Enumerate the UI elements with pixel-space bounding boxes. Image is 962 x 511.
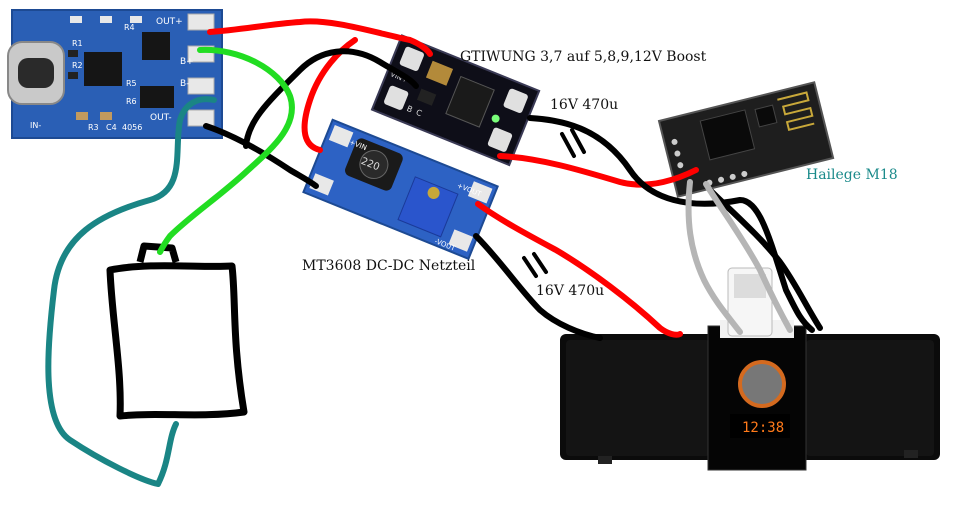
black-wire-to-boost-minus [243, 48, 419, 149]
label-capacitor-bottom: 16V 470u [536, 283, 605, 299]
black-wire-mt3608-cap-speaker [473, 233, 603, 341]
ipod-dock-speaker: 12:38 [560, 267, 940, 471]
clock-value: 12:38 [742, 420, 784, 436]
silk-r5: R5 [126, 79, 137, 88]
silk-c4: C4 [106, 123, 117, 132]
label-boost-module: GTIWUNG 3,7 auf 5,8,9,12V Boost [460, 49, 707, 65]
label-capacitor-top: 16V 470u [550, 97, 619, 113]
antenna-trace [777, 91, 815, 132]
gray-wire-m18-to-ipod-1 [685, 179, 743, 335]
mt3608-module: 220 +VIN +VOUT -VOUT [302, 118, 499, 261]
red-wire-boost-to-m18 [497, 153, 699, 188]
green-wire-bplus-to-battery [157, 46, 295, 255]
silk-in-minus: IN- [30, 121, 41, 130]
gtiwung-boost-module: VIN+ B C [370, 34, 541, 167]
red-wire-mt3608-to-speaker [475, 201, 683, 338]
pad-out-plus [187, 13, 215, 31]
black-wire-m18-to-speaker [707, 187, 823, 331]
capacitor-bottom [522, 252, 548, 278]
silk-r2: R2 [72, 61, 83, 70]
label-bluetooth-module: Hailege M18 [806, 167, 898, 183]
capacitor-top [560, 128, 586, 158]
black-wire-out-minus-to-mt3608 [203, 123, 319, 189]
boost-silk-b: B [405, 104, 413, 114]
trim-potentiometer [397, 176, 459, 238]
label-mt3608: MT3608 DC-DC Netzteil [302, 258, 476, 274]
silk-r6: R6 [126, 97, 137, 106]
pad-b-minus [187, 77, 215, 95]
charger-ic [84, 52, 122, 86]
silk-out-plus: OUT+ [156, 17, 183, 27]
red-wire-out-to-boost [207, 18, 433, 57]
gray-wire-m18-to-ipod-2 [703, 181, 793, 333]
volume-knob [738, 360, 786, 408]
silk-r3: R3 [88, 123, 99, 132]
silk-r1: R1 [72, 39, 83, 48]
silk-b-minus: B- [180, 79, 189, 89]
bt-chip [699, 109, 756, 161]
boost-silk-c: C [415, 108, 424, 119]
silk-out-minus: OUT- [150, 113, 172, 123]
silk-r4: R4 [124, 23, 135, 32]
mosfet-ic [142, 32, 170, 60]
clock-display [730, 414, 790, 438]
teal-wire-bminus-to-battery [45, 96, 217, 487]
hailege-m18-module [657, 81, 835, 198]
wires [45, 18, 823, 487]
battery-outline [106, 242, 248, 420]
pad-out-minus [187, 109, 215, 127]
tp4056-charger-board: OUT+ B+ B- OUT- R1 R2 R3 R4 R5 R6 C4 IN-… [7, 9, 223, 139]
boost-inductor [445, 75, 495, 128]
silk-4056: 4056 [122, 123, 142, 132]
silk-b-plus: B+ [180, 57, 194, 67]
